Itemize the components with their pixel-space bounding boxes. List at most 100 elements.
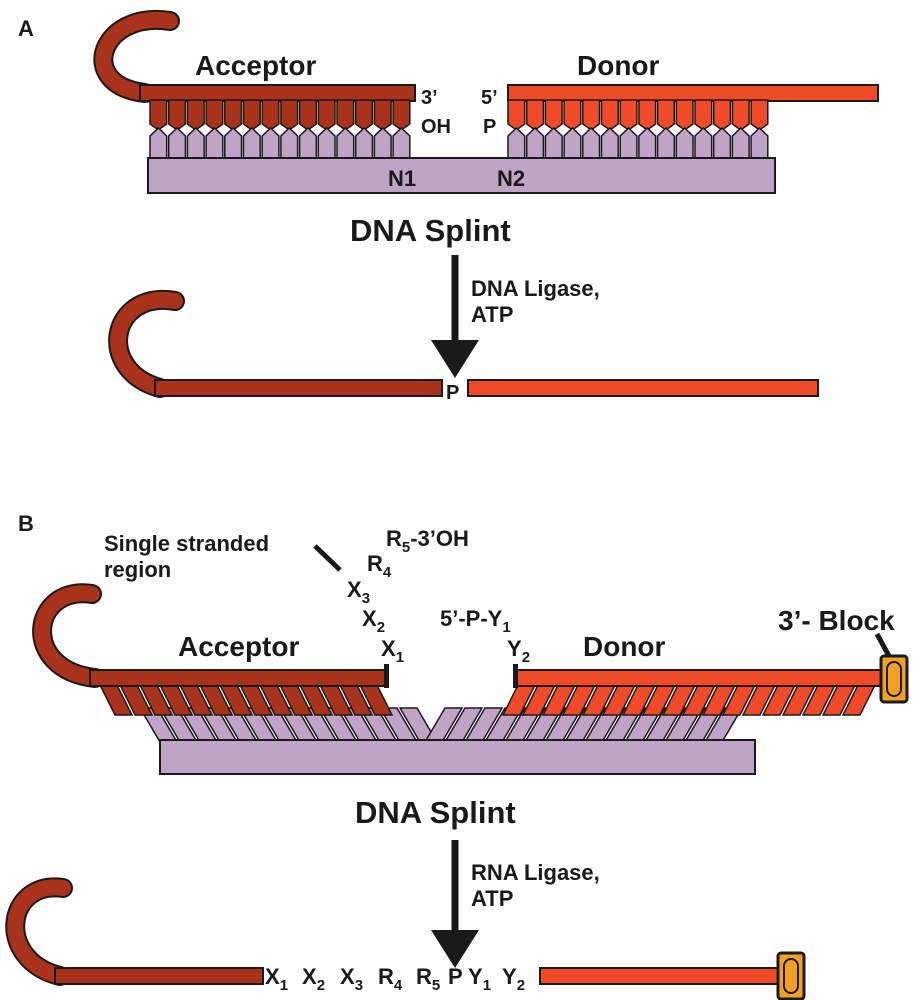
single-stranded-label-line2: region [104, 557, 171, 582]
reaction-arrow [431, 340, 479, 378]
acceptor-label: Acceptor [195, 50, 316, 81]
base [582, 126, 601, 161]
splint-bases-left [149, 126, 411, 161]
base [242, 126, 261, 161]
base [638, 126, 657, 161]
splint-label: DNA Splint [350, 213, 511, 248]
y2-label: Y2 [507, 636, 530, 666]
base [186, 126, 205, 161]
x1-label: X1 [381, 636, 404, 666]
single-stranded-label-line1: Single stranded [104, 531, 269, 556]
base [619, 126, 638, 161]
acceptor-bases [149, 99, 411, 131]
x2-label: X2 [362, 606, 385, 636]
enzyme-label-line2: ATP [471, 302, 513, 327]
enzyme-label-line1: DNA Ligase, [471, 276, 600, 301]
base [224, 99, 243, 131]
product-acceptor-strand [154, 379, 443, 397]
base [242, 99, 261, 131]
acceptor-strand [139, 84, 416, 102]
base [582, 99, 601, 131]
reaction-arrow [431, 930, 479, 968]
oh-label: OH [421, 116, 451, 138]
base [149, 126, 168, 161]
single-stranded-pointer [313, 544, 342, 572]
base [392, 126, 411, 161]
base [317, 99, 336, 131]
base [392, 99, 411, 131]
base [354, 99, 374, 131]
base [205, 99, 224, 131]
r4-label: R4 [367, 551, 392, 581]
panel-a-label: A [18, 16, 34, 41]
base [544, 126, 563, 161]
donor-strand [507, 84, 879, 102]
base [525, 126, 545, 161]
base [694, 126, 713, 161]
x3-label: X3 [347, 577, 370, 607]
base [261, 126, 280, 161]
enzyme-label-line2: ATP [471, 886, 513, 911]
panel-b-label: B [18, 511, 34, 536]
base [298, 99, 318, 131]
phosphate-label: P [483, 116, 496, 138]
panel-b: B Acceptor Donor 3’- Block Single strand… [5, 511, 909, 1000]
base [525, 99, 545, 131]
product-phosphate: P [446, 382, 459, 404]
base [167, 126, 187, 161]
product-residue: R4 [378, 964, 403, 994]
donor-label: Donor [583, 631, 666, 662]
product-donor-strand [539, 967, 783, 985]
base [336, 126, 355, 161]
panel-a: A Acceptor Donor 3’ OH 5’ P N1 N2 DNA Sp… [18, 9, 879, 404]
splint-strand [159, 739, 756, 775]
donor-strand [515, 669, 887, 687]
base [600, 126, 619, 161]
splint-strand [147, 157, 776, 194]
base [507, 99, 526, 131]
donor-bases [507, 99, 769, 131]
product-acceptor-strand [54, 967, 264, 985]
base [563, 99, 582, 131]
base [712, 99, 732, 131]
product-donor-strand [467, 379, 819, 397]
base [167, 99, 187, 131]
product-residue: R5 [416, 964, 440, 994]
base [354, 126, 374, 161]
base [261, 99, 280, 131]
base [280, 126, 299, 161]
product-residue: Y2 [502, 964, 525, 994]
base [675, 99, 694, 131]
donor-bases [501, 684, 877, 716]
n2-label: N2 [497, 166, 525, 191]
base [224, 126, 243, 161]
base [694, 99, 713, 131]
base [638, 99, 657, 131]
donor-end-label: 5’-P-Y1 [440, 606, 511, 636]
product-residue: P [448, 964, 463, 989]
base [544, 99, 563, 131]
splint-label: DNA Splint [355, 795, 516, 830]
five-prime-label: 5’ [481, 87, 498, 109]
product-residue: X2 [302, 964, 325, 994]
enzyme-label-line1: RNA Ligase, [471, 860, 600, 885]
base [600, 99, 619, 131]
acceptor-strand [89, 669, 388, 687]
base [619, 99, 638, 131]
product-residue: X1 [265, 964, 288, 994]
splint-bases-right [507, 126, 769, 161]
product-residue: X3 [340, 964, 363, 994]
base [750, 126, 769, 161]
base [149, 99, 168, 131]
base [336, 99, 355, 131]
acceptor-label: Acceptor [178, 631, 299, 662]
donor-label: Donor [577, 50, 660, 81]
r5-label: R5-3’OH [386, 526, 469, 556]
base [731, 99, 750, 131]
base [317, 126, 336, 161]
base [563, 126, 582, 161]
base [731, 126, 750, 161]
three-prime-label: 3’ [421, 87, 438, 109]
